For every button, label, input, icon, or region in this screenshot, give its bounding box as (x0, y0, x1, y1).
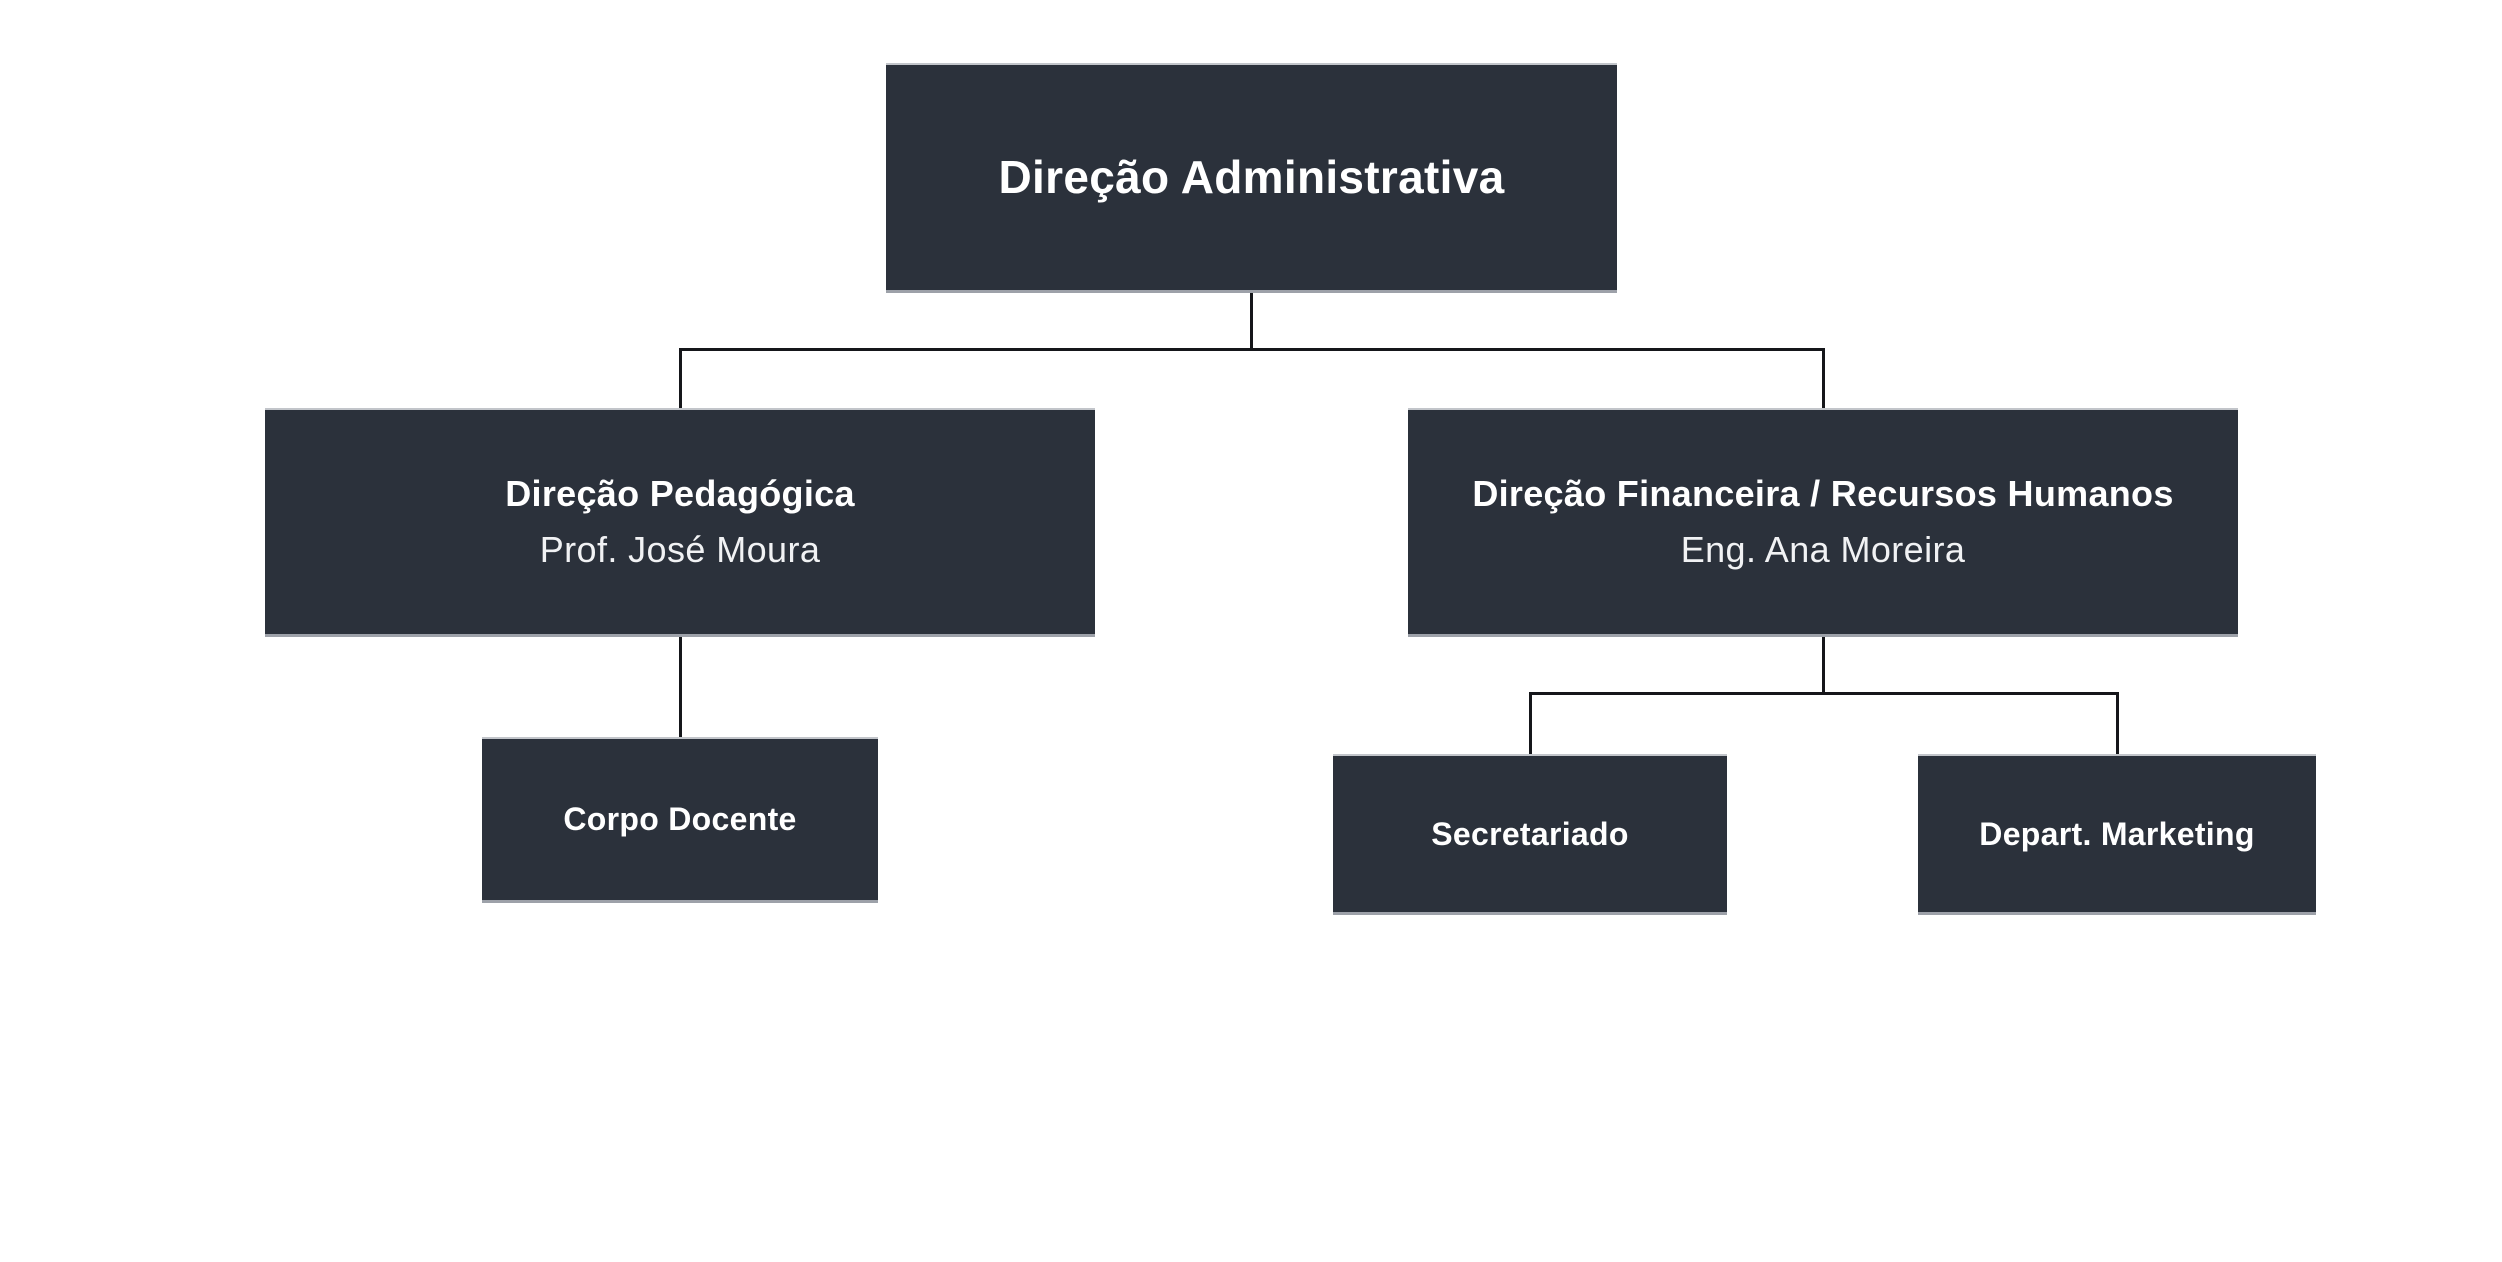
node-title: Secretariado (1431, 815, 1629, 852)
connector-drop-marketing (2116, 692, 2119, 756)
node-subtitle: Eng. Ana Moreira (1680, 529, 1966, 570)
org-node-secretariado: Secretariado (1333, 756, 1727, 912)
connector-level2-bus (679, 348, 1825, 351)
connector-level3-bus (1529, 692, 2119, 695)
connector-pedagogica-to-corpo-docente (679, 634, 682, 739)
connector-drop-pedagogica (679, 348, 682, 410)
connector-drop-financeira (1822, 348, 1825, 410)
node-title: Direção Financeira / Recursos Humanos (1472, 472, 2174, 514)
node-title: Depart. Marketing (1979, 815, 2255, 852)
node-title: Corpo Docente (563, 801, 797, 838)
org-node-depart-marketing: Depart. Marketing (1918, 756, 2316, 912)
connector-financeira-stem (1822, 634, 1825, 694)
org-node-corpo-docente: Corpo Docente (482, 739, 878, 900)
node-subtitle: Prof. José Moura (539, 529, 821, 570)
node-title: Direção Pedagógica (505, 472, 855, 514)
node-title: Direção Administrativa (998, 151, 1505, 204)
org-node-direcao-financeira-rh: Direção Financeira / Recursos Humanos En… (1408, 410, 2238, 634)
connector-drop-secretariado (1529, 692, 1532, 756)
connector-root-stem (1250, 290, 1253, 350)
org-node-direcao-pedagogica: Direção Pedagógica Prof. José Moura (265, 410, 1095, 634)
org-node-direcao-administrativa: Direção Administrativa (886, 65, 1617, 290)
